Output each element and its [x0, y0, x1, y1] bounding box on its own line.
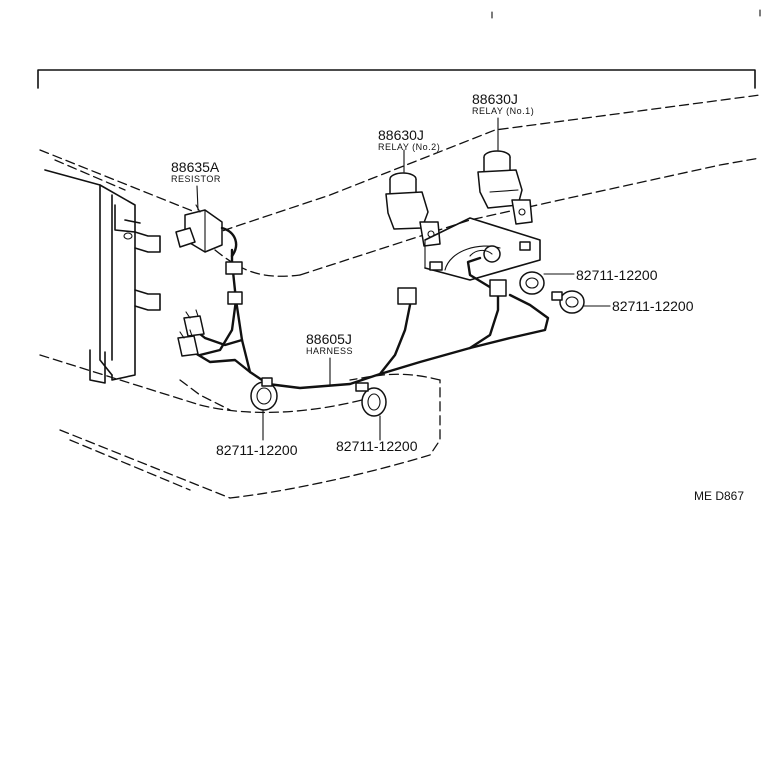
diagram-code: ME D867: [694, 489, 744, 503]
relay-no2-number: 88630J: [378, 127, 424, 143]
resistor-name: RESISTOR: [171, 174, 221, 184]
vehicle-body-outline: [39, 94, 761, 499]
relay-no1-number: 88630J: [472, 91, 518, 107]
front-frame-bracket: [44, 169, 161, 384]
harness-number: 88605J: [306, 331, 352, 347]
clamp-right-lower-number: 82711-12200: [612, 298, 694, 314]
relay-mounting-plate: [424, 217, 541, 281]
wire-harness: [188, 248, 550, 390]
label-relay-no1: 88630J RELAY (No.1): [472, 91, 534, 116]
label-relay-no2: 88630J RELAY (No.2): [378, 127, 440, 152]
resistor-number: 88635A: [171, 159, 220, 175]
harness-name: HARNESS: [306, 346, 353, 356]
relay-no1-name: RELAY (No.1): [472, 106, 534, 116]
harness-connectors: [177, 261, 507, 357]
harness-clamps: [250, 271, 585, 417]
clamp-right-upper-number: 82711-12200: [576, 267, 658, 283]
clamp-bottom-left-number: 82711-12200: [216, 442, 298, 458]
leader-lines: [196, 117, 611, 441]
clamp-bottom-center-number: 82711-12200: [336, 438, 418, 454]
frame-border: [37, 69, 756, 89]
relay-no2-name: RELAY (No.2): [378, 142, 440, 152]
relay-no1-part: [477, 150, 533, 225]
label-harness: 88605J HARNESS: [306, 331, 353, 356]
relay-no2-part: [385, 172, 441, 247]
resistor-part: [175, 204, 238, 258]
label-resistor: 88635A RESISTOR: [171, 159, 221, 184]
corner-marks: [491, 9, 761, 19]
